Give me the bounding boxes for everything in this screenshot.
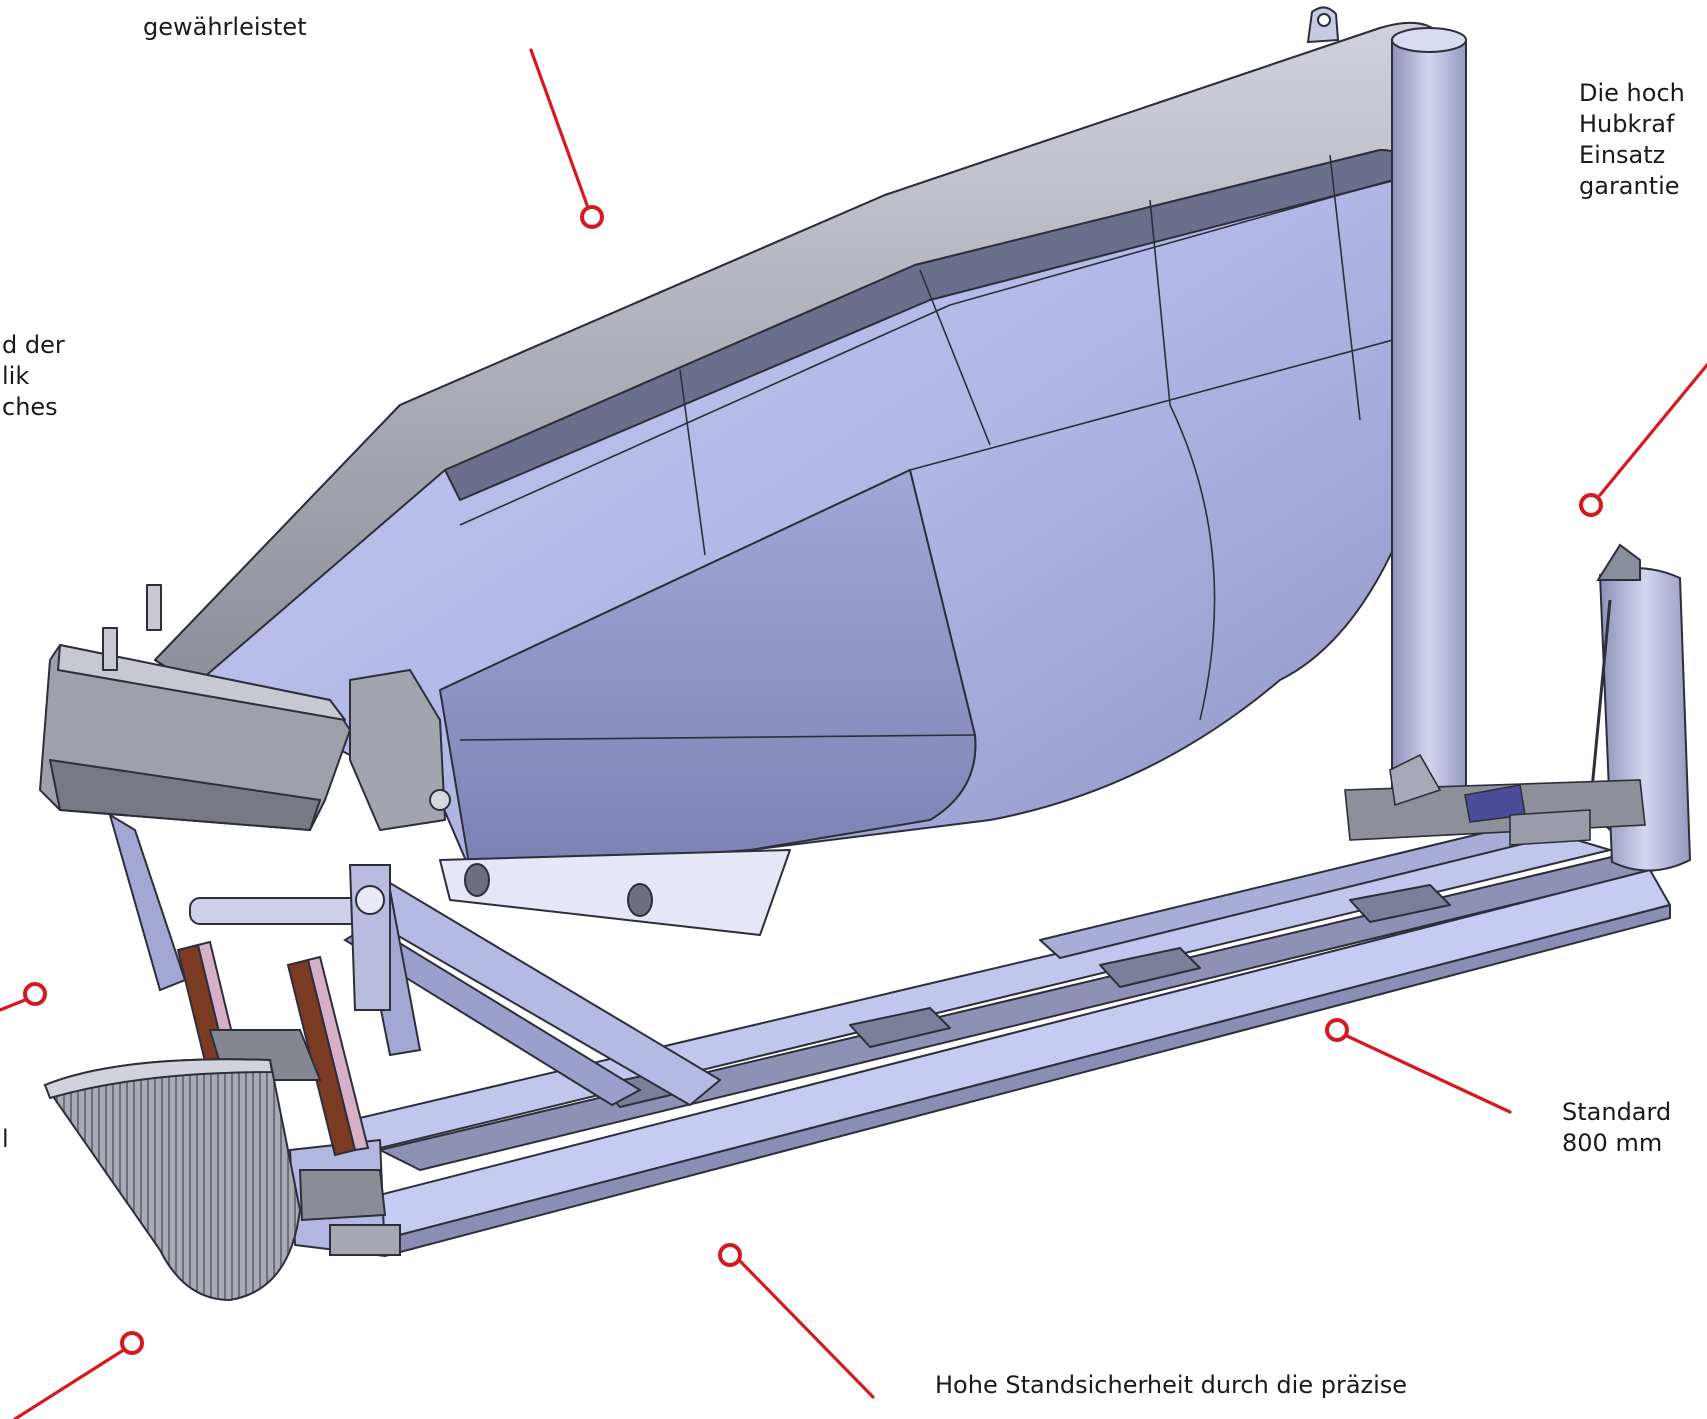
caption-right-lower: Standard 800 mm [1562,1098,1672,1157]
chute-arms [108,812,422,1057]
caption-top-right: Die hoch Hubkraf Einsatz garantie [1579,79,1685,200]
callout-marker [580,205,604,229]
front-chute [39,584,451,831]
callout-marker [1579,493,1603,517]
callout-markers [23,205,1603,1355]
callout-line-left-bottom [13,1349,124,1419]
caption-left-lower: l [2,1125,9,1153]
caption-top-left: gewährleistet [143,13,307,41]
callout-line-right-upper [1598,363,1707,497]
callout-marker [120,1331,144,1355]
callout-line-bottom [738,1259,875,1399]
callout-line-right-lower [1345,1034,1512,1114]
concrete-bowl [154,21,1460,936]
hopper-bucket [43,1058,401,1302]
caption-bottom: Hohe Standsicherheit durch die präzise [935,1371,1408,1399]
lifting-eye [1306,6,1340,44]
lift-posts [1391,27,1692,872]
callout-line-top [529,48,589,207]
rear-mechanism [1344,753,1646,846]
caption-left-middle: d der lik ches [2,331,65,421]
callout-marker [1325,1018,1349,1042]
callout-marker [23,982,47,1006]
callout-lines [0,48,1707,1419]
callout-marker [718,1243,742,1267]
callout-line-left-middle [0,998,27,1012]
